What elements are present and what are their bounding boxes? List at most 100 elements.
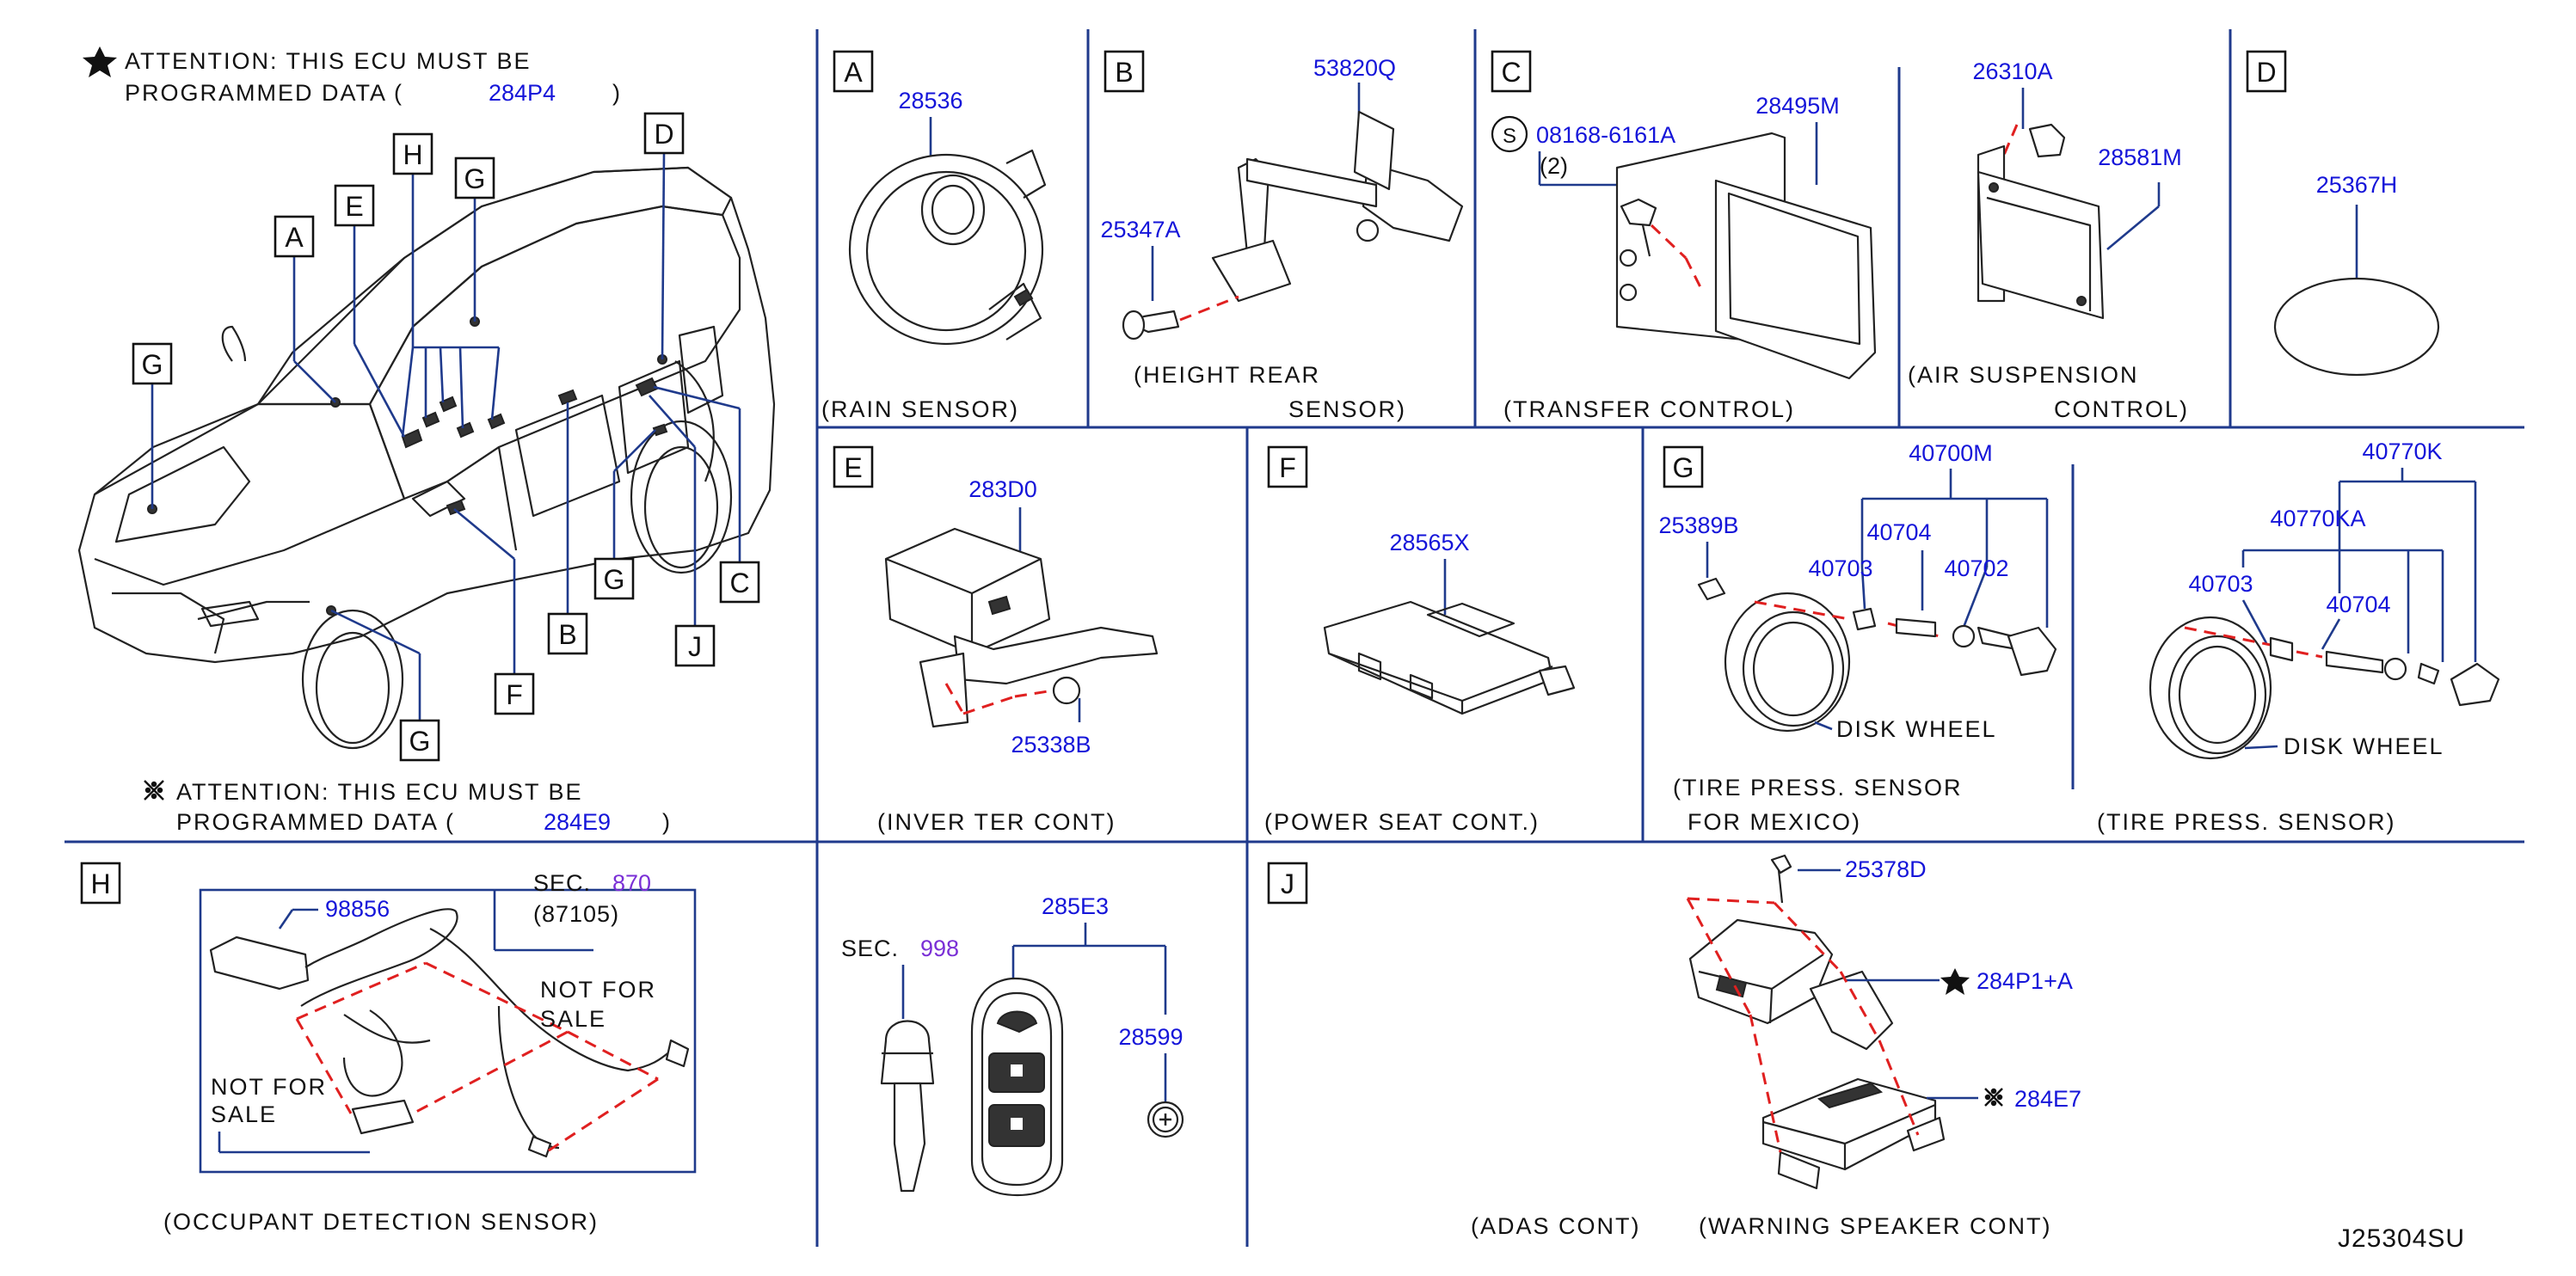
svg-text:A: A xyxy=(844,57,863,88)
part-number-40702: 40702 xyxy=(1944,555,2008,581)
section-h-occupant-sensor: 98856 SEC. 870 (87105) NOT FOR SALE NOT … xyxy=(163,870,697,1235)
section-ref-870: 870 xyxy=(612,870,651,896)
section-label-E: E xyxy=(833,445,874,488)
part-number-40704: 40704 xyxy=(2326,592,2390,617)
caption-height-sensor: SENSOR) xyxy=(1288,396,1406,422)
part-number-25378D: 25378D xyxy=(1845,856,1927,882)
part-number-28536: 28536 xyxy=(898,88,962,113)
svg-text:H: H xyxy=(90,868,110,899)
svg-text:C: C xyxy=(1501,57,1521,88)
section-label-D: D xyxy=(2246,50,2287,93)
part-number-53820Q: 53820Q xyxy=(1313,55,1396,81)
svg-text:G: G xyxy=(604,564,625,595)
svg-text:G: G xyxy=(409,726,431,757)
section-ref-998: 998 xyxy=(920,936,959,961)
not-for-sale-2: NOT FOR xyxy=(211,1074,327,1100)
svg-text:ATTENTION: THIS ECU MUST B: ATTENTION: THIS ECU MUST BE xyxy=(125,48,532,74)
section-grid xyxy=(65,29,2524,1247)
part-number-25367H: 25367H xyxy=(2316,172,2398,198)
svg-text:H: H xyxy=(403,139,422,170)
caption-tire-press: (TIRE PRESS. SENSOR) xyxy=(2097,809,2396,835)
section-f-power-seat: 28565X (POWER SEAT CONT.) xyxy=(1264,530,1576,835)
svg-text:B: B xyxy=(1115,57,1133,88)
section-e-inverter: 283D0 25338B (INVER TER CONT) xyxy=(877,476,1159,835)
part-number-283D0: 283D0 xyxy=(968,476,1037,502)
svg-text:J: J xyxy=(688,631,702,662)
part-number-40700M: 40700M xyxy=(1909,440,1993,466)
vehicle-illustration xyxy=(77,166,776,750)
svg-text:(2): (2) xyxy=(1540,153,1568,179)
svg-text:S: S xyxy=(1503,125,1516,148)
part-number-28599: 28599 xyxy=(1118,1024,1183,1050)
part-number-98856: 98856 xyxy=(325,896,390,922)
svg-text:F: F xyxy=(1279,452,1296,483)
svg-text:A: A xyxy=(285,222,304,253)
part-number-40770KA: 40770KA xyxy=(2270,506,2365,531)
svg-text:D: D xyxy=(654,119,673,150)
not-for-sale-2b: SALE xyxy=(211,1101,277,1127)
part-number-40703-mex: 40703 xyxy=(1808,555,1872,581)
caption-inverter: (INVER TER CONT) xyxy=(877,809,1116,835)
svg-text:SEC.: SEC. xyxy=(533,870,591,896)
part-number-284P1A: 284P1+A xyxy=(1977,968,2073,994)
section-label-J: J xyxy=(1267,862,1308,905)
section-b-height-sensor: 53820Q 25347A (HEIGHT REAR SENSOR) xyxy=(1100,55,1464,422)
svg-text:B: B xyxy=(558,619,576,650)
part-number-285E3: 285E3 xyxy=(1042,893,1109,919)
caption-warning-speaker: (WARNING SPEAKER CONT) xyxy=(1699,1213,2052,1239)
caption-adas: (ADAS CONT) xyxy=(1471,1213,1641,1239)
section-label-C: C xyxy=(1491,50,1532,93)
svg-text:G: G xyxy=(464,163,486,194)
svg-text:C: C xyxy=(729,567,749,598)
svg-text:284P4: 284P4 xyxy=(489,80,556,106)
attention-note-bottom: ATTENTION: THIS ECU MUST BE PROGRAMMED D… xyxy=(144,779,672,835)
svg-text:(87105): (87105) xyxy=(533,901,619,927)
svg-text:PROGRAMMED DATA (: PROGRAMMED DATA ( xyxy=(176,809,455,835)
reference-mark-icon xyxy=(144,780,164,801)
not-for-sale-1: NOT FOR xyxy=(540,977,656,1003)
section-j-adas: 25378D 284P1+A 284E7 (ADAS CONT) (WARNIN… xyxy=(1471,854,2081,1239)
attention-note-top: ATTENTION: THIS ECU MUST BE PROGRAMMED D… xyxy=(83,46,622,106)
section-c-air-suspension: 26310A 28581M (AIR SUSPENSION CONTROL) xyxy=(1908,58,2187,422)
caption-disk-wheel: DISK WHEEL xyxy=(2284,733,2444,759)
caption-disk-wheel-mex: DISK WHEEL xyxy=(1836,716,1997,742)
caption-power-seat: (POWER SEAT CONT.) xyxy=(1264,809,1540,835)
svg-text:PROGRAMMED DATA (: PROGRAMMED DATA ( xyxy=(125,80,403,106)
caption-height-rear: (HEIGHT REAR xyxy=(1134,362,1320,388)
svg-text:G: G xyxy=(1673,452,1694,483)
section-label-B: B xyxy=(1104,50,1145,93)
section-label-F: F xyxy=(1267,445,1308,488)
svg-text:SEC.: SEC. xyxy=(841,936,899,961)
svg-text:): ) xyxy=(662,809,672,835)
section-c-transfer-control: S 08168-6161A (2) 28495M (TRANSFER CONTR… xyxy=(1491,93,1877,422)
part-number-284E7: 284E7 xyxy=(2014,1086,2081,1112)
svg-text:): ) xyxy=(612,80,622,106)
section-label-H: H xyxy=(80,862,121,905)
part-number-25347A: 25347A xyxy=(1100,217,1180,242)
caption-air-suspension: (AIR SUSPENSION xyxy=(1908,362,2139,388)
svg-text:ATTENTION: THIS ECU MUST B: ATTENTION: THIS ECU MUST BE xyxy=(176,779,583,805)
part-number-28495M: 28495M xyxy=(1755,93,1840,119)
vehicle-callouts: A E H G D G G F B J C G xyxy=(132,112,760,762)
svg-text:G: G xyxy=(142,349,163,380)
svg-text:J: J xyxy=(1281,868,1294,899)
caption-rain-sensor: (RAIN SENSOR) xyxy=(821,396,1019,422)
section-g-tire-sensor: 40770K 40770KA 40703 40704 DISK WHEEL (T… xyxy=(2097,439,2500,835)
not-for-sale-1b: SALE xyxy=(540,1006,606,1032)
reference-mark-icon xyxy=(1984,1088,2003,1107)
section-d: 25367H xyxy=(2273,172,2440,377)
section-label-A: A xyxy=(833,50,874,93)
caption-occupant: (OCCUPANT DETECTION SENSOR) xyxy=(163,1209,599,1235)
svg-text:F: F xyxy=(506,679,523,710)
part-number-26310A: 26310A xyxy=(1972,58,2052,84)
section-label-G: G xyxy=(1663,445,1704,488)
part-number-40704-mex: 40704 xyxy=(1866,519,1931,545)
star-icon xyxy=(1940,968,1970,995)
star-icon xyxy=(83,46,117,77)
svg-text:D: D xyxy=(2256,57,2276,88)
caption-tire-press-mex: (TIRE PRESS. SENSOR xyxy=(1673,775,1963,801)
section-key-fob: SEC. 998 285E3 28599 xyxy=(841,893,1184,1197)
svg-text:E: E xyxy=(844,452,862,483)
